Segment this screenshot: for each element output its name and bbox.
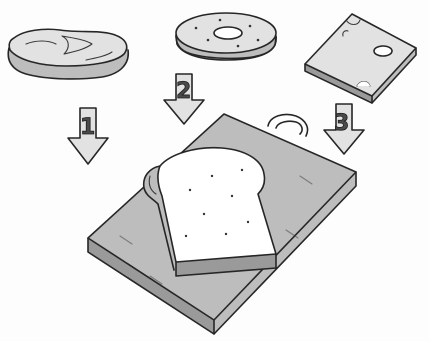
meat-slice-icon [8, 29, 129, 79]
step-2-number: 2 [176, 79, 191, 104]
step-1-number: 1 [80, 115, 95, 140]
step-3-number: 3 [334, 111, 349, 136]
cheese-slice-icon [305, 14, 416, 103]
bagel-slice-icon [176, 13, 276, 60]
